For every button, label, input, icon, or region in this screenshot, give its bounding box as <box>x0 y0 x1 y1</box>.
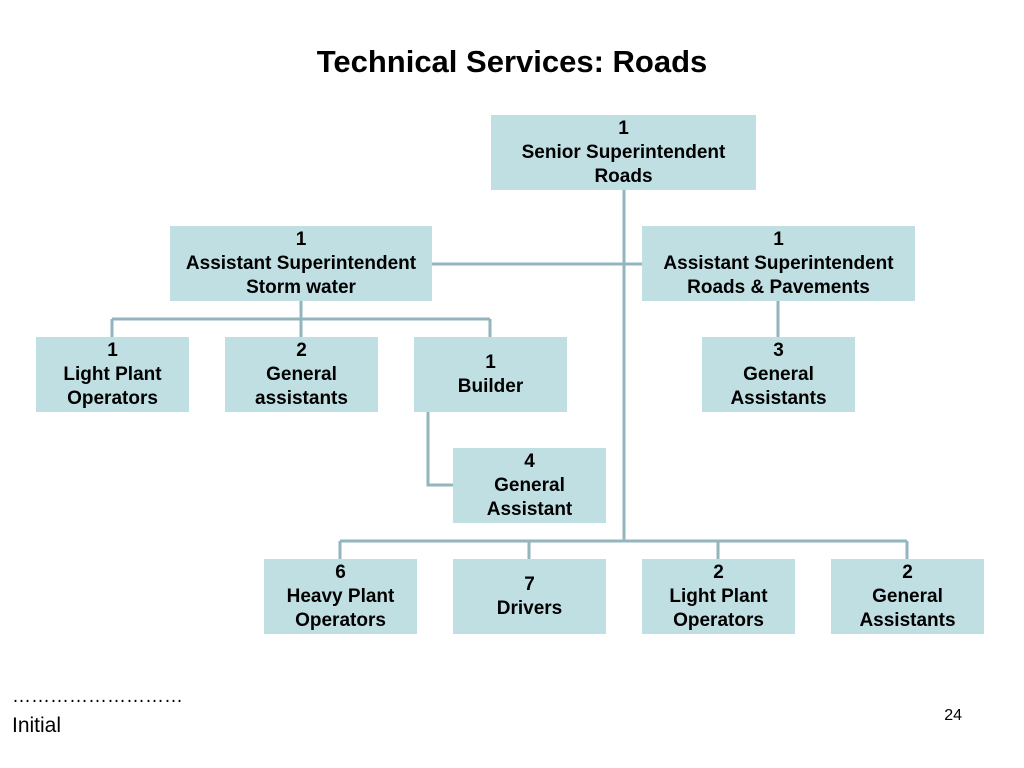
node-label: Assistants <box>859 609 956 631</box>
signature-line: ……………………… <box>12 686 183 707</box>
node-count: 1 <box>107 339 118 361</box>
node-general-assistants-bottom: 2 General Assistants <box>831 559 984 634</box>
node-label: Operators <box>295 609 386 631</box>
node-label: Roads <box>594 165 653 187</box>
node-label: Heavy Plant <box>286 585 395 607</box>
node-label: assistants <box>255 387 348 409</box>
node-label: Operators <box>67 387 158 409</box>
node-label: Roads & Pavements <box>687 276 870 298</box>
node-label: Assistants <box>730 387 827 409</box>
node-label: Drivers <box>496 597 563 619</box>
page-number: 24 <box>944 707 962 724</box>
slide-title: Technical Services: Roads <box>316 44 708 79</box>
node-count: 6 <box>335 561 346 583</box>
node-count: 2 <box>296 339 307 361</box>
node-senior-superintendent: 1 Senior Superintendent Roads <box>491 115 756 190</box>
node-count: 4 <box>524 450 535 472</box>
node-builder: 1 Builder <box>414 337 567 412</box>
node-label: Operators <box>673 609 764 631</box>
node-label: Assistant <box>486 498 573 520</box>
node-label: General <box>266 363 337 385</box>
node-label: Builder <box>457 375 524 397</box>
connector-builder-ga <box>426 412 453 487</box>
node-label: Senior Superintendent <box>521 141 726 163</box>
node-general-assistant-4: 4 General Assistant <box>453 448 606 523</box>
node-count: 1 <box>618 117 629 139</box>
node-heavy-plant-operators: 6 Heavy Plant Operators <box>264 559 417 634</box>
node-count: 2 <box>713 561 724 583</box>
node-count: 3 <box>773 339 784 361</box>
node-label: General <box>872 585 943 607</box>
node-label: Assistant Superintendent <box>663 252 894 274</box>
initial-label: Initial <box>12 714 62 737</box>
node-label: General <box>494 474 565 496</box>
node-light-plant-operators-2: 2 Light Plant Operators <box>642 559 795 634</box>
node-drivers: 7 Drivers <box>453 559 606 634</box>
node-label: Light Plant <box>63 363 162 385</box>
node-assistant-roads-pavements: 1 Assistant Superintendent Roads & Pavem… <box>642 226 915 301</box>
node-light-plant-operators-1: 1 Light Plant Operators <box>36 337 189 412</box>
node-general-assistants-3: 3 General Assistants <box>702 337 855 412</box>
node-count: 7 <box>524 573 535 595</box>
node-label: General <box>743 363 814 385</box>
node-count: 1 <box>773 228 784 250</box>
node-label: Light Plant <box>669 585 768 607</box>
node-assistant-storm-water: 1 Assistant Superintendent Storm water <box>170 226 432 301</box>
node-count: 1 <box>485 351 496 373</box>
node-count: 2 <box>902 561 913 583</box>
node-general-assistants-2: 2 General assistants <box>225 337 378 412</box>
node-label: Storm water <box>246 276 356 298</box>
node-count: 1 <box>295 228 307 250</box>
node-label: Assistant Superintendent <box>185 252 417 274</box>
